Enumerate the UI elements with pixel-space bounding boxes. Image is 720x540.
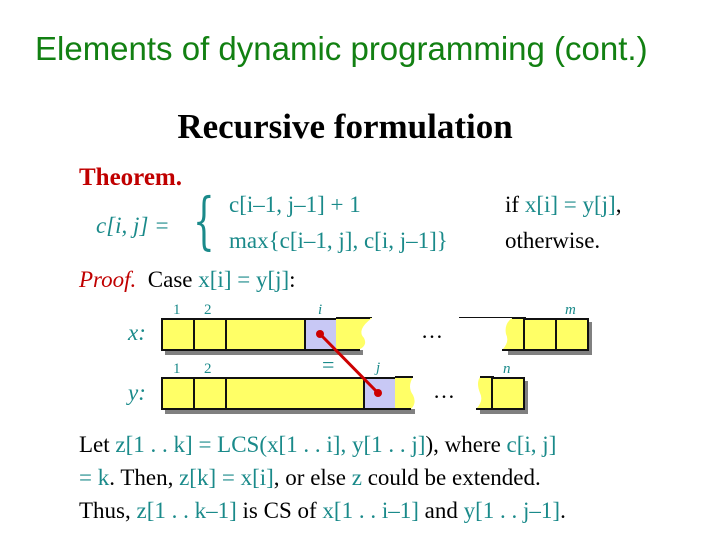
y-ellipsis: … — [433, 378, 457, 403]
text: Thus, — [79, 498, 137, 523]
text: = LCS( — [192, 432, 267, 457]
math: x[1 . . i–1] — [322, 498, 419, 523]
x-row-torn-edge-left — [336, 317, 372, 351]
x-row-shadow-left — [165, 350, 363, 355]
math: x[1 . . i] — [267, 432, 341, 457]
x-ellipsis: … — [421, 318, 445, 343]
explanation-line-1: Let z[1 . . k] = LCS(x[1 . . i], y[1 . .… — [79, 432, 556, 458]
case2-expression: max{c[i–1, j], c[i, j–1]} — [229, 228, 448, 253]
text: Let — [79, 432, 116, 457]
proof-colon: : — [289, 267, 296, 292]
text: . Then, — [109, 465, 180, 490]
proof-case-expr: x[i] = y[j] — [198, 267, 290, 292]
y-index-1: 1 — [173, 361, 181, 377]
x-index-1: 1 — [173, 302, 181, 318]
theorem-lhs: c[i, j] = — [96, 213, 170, 238]
text: . — [560, 498, 566, 523]
theorem-label: Theorem. — [79, 164, 182, 191]
text: ), where — [425, 432, 507, 457]
text: , — [340, 432, 352, 457]
text: could be extended. — [361, 465, 541, 490]
slide-subtitle: Recursive formulation — [177, 107, 513, 146]
math: z[1 . . k] — [115, 432, 193, 457]
x-sequence-label: x: — [128, 320, 146, 345]
text: , or else — [273, 465, 352, 490]
slide-title: Elements of dynamic programming (cont.) — [35, 30, 648, 67]
x-index-2: 2 — [204, 302, 212, 318]
y-index-n: n — [503, 361, 511, 377]
y-index-2: 2 — [204, 361, 212, 377]
y-sequence-label: y: — [128, 380, 146, 405]
y-row-shadow-edge — [523, 381, 528, 414]
math: y[1 . . j–1] — [463, 498, 561, 523]
case1-expression: c[i–1, j–1] + 1 — [229, 192, 361, 217]
proof-label: Proof. — [79, 267, 137, 292]
equals-sign: = — [322, 352, 335, 377]
case2-condition: otherwise. — [505, 228, 601, 253]
explanation-line-2: = k. Then, z[k] = x[i], or else z could … — [79, 465, 541, 491]
math: z[1 . . k–1] — [136, 498, 237, 523]
y-row-shadow-right — [480, 409, 528, 414]
proof-line: Proof. Case x[i] = y[j]: — [79, 267, 296, 293]
math: c[i, j] — [506, 432, 557, 457]
x-index-i: i — [318, 302, 323, 318]
x-cell-span — [225, 318, 306, 351]
y-row-torn-edge-left — [395, 376, 415, 410]
left-brace-icon: { — [193, 184, 215, 257]
proof-case-text: Case — [147, 267, 199, 292]
case1-cond-expr: x[i] = y[j] — [524, 192, 616, 217]
text: and — [418, 498, 464, 523]
x-row-shadow-edge — [587, 322, 592, 355]
x-index-m: m — [565, 302, 576, 318]
y-cell-span — [225, 377, 365, 410]
math: z — [351, 465, 362, 490]
math: z[k] = x[i] — [179, 465, 274, 490]
y-cell-1 — [161, 377, 195, 410]
case1-comma: , — [615, 192, 622, 217]
y-index-j: j — [376, 360, 381, 376]
case1-condition: if x[i] = y[j], — [505, 192, 621, 218]
case1-if: if — [505, 192, 525, 217]
explanation-line-3: Thus, z[1 . . k–1] is CS of x[1 . . i–1]… — [79, 498, 566, 524]
math: y[1 . . j] — [351, 432, 426, 457]
y-cell-n — [491, 377, 525, 410]
x-cell-m — [555, 318, 589, 351]
x-top-line-right — [459, 317, 525, 318]
x-top-line-left — [336, 317, 372, 318]
text: is CS of — [236, 498, 323, 523]
x-row-shadow-right — [508, 350, 592, 355]
math: = k — [79, 465, 110, 490]
y-row-shadow-left — [165, 409, 415, 414]
